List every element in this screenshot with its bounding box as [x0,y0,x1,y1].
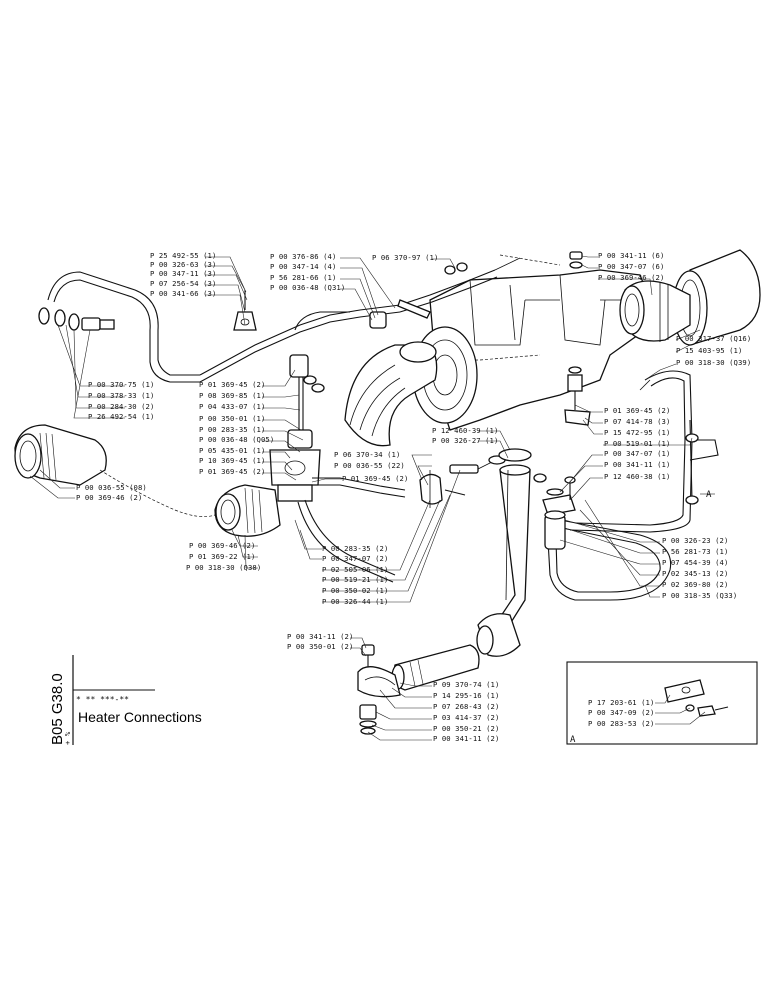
middle-clamp-drawing [419,455,506,508]
part-label: P 00 347-11 (3) [150,269,216,278]
part-label: P 00 347-07 (2) [322,554,388,563]
part-label: P 00 283-53 (2) [588,719,654,728]
part-label: P 00 519-01 (1) [604,439,670,448]
part-labels: P 25 492-55 (1) P 00 326-63 (3) P 00 347… [76,251,751,743]
part-label: P 00 326-63 (3) [150,260,216,269]
part-label: P 14 295-16 (1) [433,691,499,700]
part-label: P 00 370-75 (1) [88,380,154,389]
part-label: P 00 036-48 (Q05) [199,435,274,444]
part-label: P 07 454-39 (4) [662,558,728,567]
part-label: P 06 370-34 (1) [334,450,400,459]
part-label: P 00 369-46 (2) [598,273,664,282]
part-label: P 15 472-95 (1) [604,428,670,437]
part-label: P 05 435-01 (1) [199,446,265,455]
part-label: P 12 460-39 (1) [432,426,498,435]
part-label: P 00 350-21 (2) [433,724,499,733]
part-label: P 08 369-85 (1) [199,391,265,400]
part-label: P 02 345-13 (2) [662,569,728,578]
part-label: P 09 370-74 (1) [433,680,499,689]
part-label: P 03 414-37 (2) [433,713,499,722]
leader-lines [29,255,715,741]
part-label: P 10 369-45 (1) [199,456,265,465]
title-block: B05 G38.0 + % * ** ***-** Heater Connect… [49,655,202,745]
part-label: P 00 350-01 (2) [287,642,353,651]
part-label: P 01 369-45 (2) [604,406,670,415]
part-label: P 00 318-30 (Q39) [676,358,751,367]
part-label: P 00 283-35 (1) [199,425,265,434]
part-label: P 00 350-02 (1) [322,586,388,595]
part-label: P 00 369-46 (2) [76,493,142,502]
part-label: P 26 492-54 (1) [88,412,154,421]
part-label: P 00 317-37 (Q16) [676,334,751,343]
air-filter-drawing [619,249,761,346]
part-label: P 17 203-61 (1) [588,698,654,707]
part-label: P 00 326-27 (1) [432,436,498,445]
part-label: P 02 505-06 (1) [322,565,388,574]
heater-unit-drawing [344,254,651,447]
part-label: P 01 369-22 (1) [189,552,255,561]
right-piping-drawing [533,366,719,601]
part-label: P 00 341-11 (2) [433,734,499,743]
part-label: P 00 519-21 (1) [322,575,388,584]
section-code: B05 G38.0 [49,673,66,745]
part-label: P 00 376-86 (4) [270,252,336,261]
part-label: P 00 036-48 (Q31) [270,283,345,292]
page-title: Heater Connections [78,709,202,725]
part-label: P 00 378-33 (1) [88,391,154,400]
part-label: P 07 268-43 (2) [433,702,499,711]
part-label: P 00 036-55 (22) [334,461,405,470]
part-label: P 06 370-97 (1) [372,253,438,262]
left-hose-drawing [14,424,281,537]
part-label: P 07 256-54 (3) [150,279,216,288]
part-label: P 00 341-11 (6) [598,251,664,260]
part-label: P 00 369-46 (2) [189,541,255,550]
detail-a-box [566,661,758,745]
part-label: P 12 460-38 (1) [604,472,670,481]
part-label: P 01 369-45 (2) [342,474,408,483]
part-label: P 07 414-78 (3) [604,417,670,426]
part-label: P 01 369-45 (2) [199,467,265,476]
part-label: P 02 369-80 (2) [662,580,728,589]
part-label: P 00 318-35 (Q33) [662,591,737,600]
stars-code: * ** ***-** [76,695,129,704]
part-label: P 00 347-07 (1) [604,449,670,458]
part-label: P 25 492-55 (1) [150,251,216,260]
part-label: P 00 036-55 (08) [76,483,147,492]
top-nut-stack-drawing [569,251,583,269]
part-label: P 15 403-95 (1) [676,346,742,355]
part-label: P 00 318-30 (Q38) [186,563,261,572]
valve-assembly-drawing [269,354,406,583]
part-label: P 00 347-07 (6) [598,262,664,271]
part-label: P 00 347-14 (4) [270,262,336,271]
bracket-stack-drawing [357,644,401,735]
part-label: P 00 326-44 (1) [322,597,388,606]
part-label: P 00 341-66 (3) [150,289,216,298]
detail-a-label: A [570,735,576,745]
part-label: P 56 281-66 (1) [270,273,336,282]
part-label: P 00 341-11 (2) [287,632,353,641]
part-label: P 00 284-30 (2) [88,402,154,411]
part-label: P 01 369-45 (2) [199,380,265,389]
top-pipe-drawing [38,257,521,383]
callout-a: A [706,490,712,500]
down-pipe-drawing [391,448,532,691]
part-label: P 00 347-09 (2) [588,708,654,717]
part-label: P 00 326-23 (2) [662,536,728,545]
part-label: P 00 350-01 (1) [199,414,265,423]
part-label: P 56 281-73 (1) [662,547,728,556]
section-subcode: + % [63,731,72,745]
part-label: P 04 433-07 (1) [199,402,265,411]
part-label: P 00 341-11 (1) [604,460,670,469]
part-label: P 00 283-35 (2) [322,544,388,553]
